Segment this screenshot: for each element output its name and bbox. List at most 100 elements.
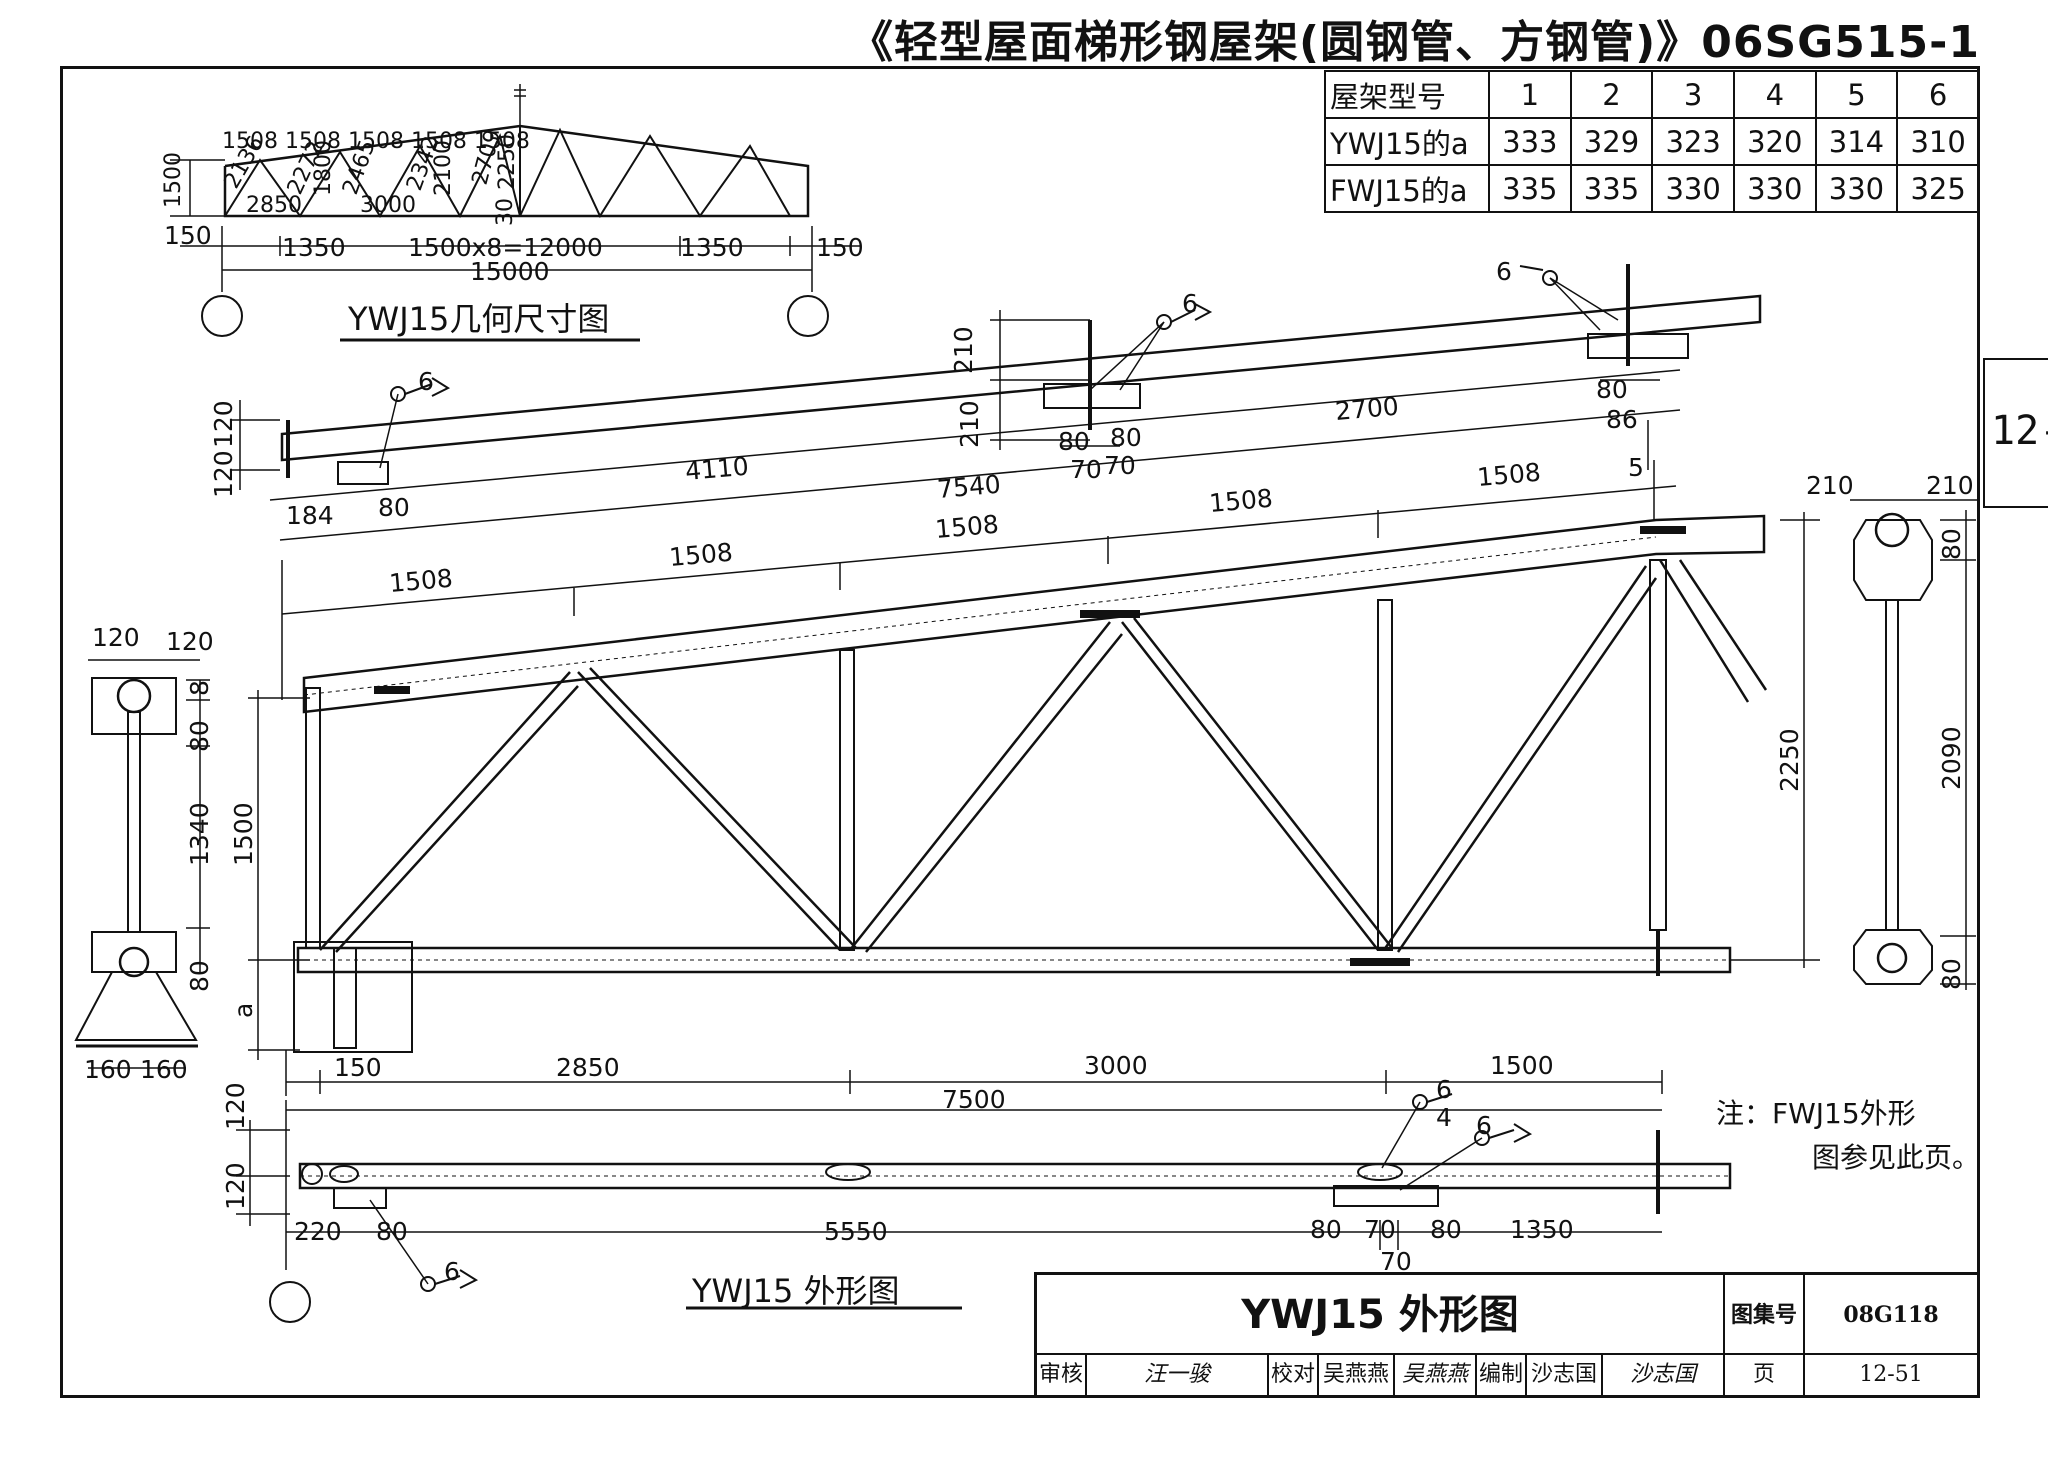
geometry-member-dim: 2850 — [246, 193, 302, 218]
note-line-2: 图参见此页。 — [1812, 1141, 1981, 1174]
geometry-diagram — [170, 84, 860, 342]
table-row-label: YWJ15的a — [1324, 117, 1490, 166]
side-page-tab: 12- — [1983, 358, 2048, 508]
right-end-height: 80 — [1937, 528, 1966, 560]
atlas-label: 图集号 — [1725, 1275, 1805, 1355]
table-cell: 325 — [1896, 164, 1980, 213]
table-header-cell: 4 — [1732, 70, 1817, 119]
right-end-width: 210 — [1926, 471, 1974, 500]
review-label: 审核 — [1037, 1355, 1087, 1395]
bottom-chord-center-dim: 70 — [1380, 1247, 1412, 1276]
table-cell: 320 — [1732, 117, 1817, 166]
page-label: 页 — [1725, 1355, 1805, 1395]
bottom-chord-length: 80 — [1430, 1215, 1462, 1244]
truss-type-table: 屋架型号 1 2 3 4 5 6 YWJ15的a 333 329 323 320… — [1324, 70, 1980, 213]
top-chord-plate-dim: 210 — [949, 326, 978, 374]
note-line-1: 注：FWJ15外形 — [1716, 1097, 1916, 1130]
top-chord-offset-dim: 120 — [209, 400, 238, 448]
bottom-chord-plan — [236, 1093, 1732, 1323]
bottom-chord-offset: 120 — [221, 1082, 250, 1130]
drawing-title: YWJ15 外形图 — [1037, 1275, 1725, 1355]
draw-label: 编制 — [1477, 1355, 1527, 1395]
left-end-width: 120 — [92, 623, 140, 652]
left-end-base: 160 — [84, 1055, 132, 1084]
drawing-frame — [60, 66, 1980, 1398]
geometry-bottom-dim: 1350 — [680, 233, 744, 262]
table-cell: 323 — [1651, 117, 1735, 166]
right-end-view — [1850, 499, 1980, 990]
bottom-chord-length: 70 — [1364, 1215, 1396, 1244]
panel-dim: 1508 — [1476, 458, 1542, 492]
check-label: 校对 — [1269, 1355, 1319, 1395]
geometry-bottom-dim: 150 — [164, 221, 212, 250]
table-row: FWJ15的a 335 335 330 330 330 325 — [1324, 164, 1980, 213]
weld-size-label: 6 — [1436, 1075, 1452, 1104]
table-cell: 314 — [1814, 117, 1899, 166]
bottom-dim: 3000 — [1084, 1051, 1148, 1080]
top-chord-plate-dim: 210 — [955, 400, 984, 448]
review-signature: 汪一骏 — [1087, 1355, 1269, 1395]
weld-size-label: 6 — [1476, 1111, 1492, 1140]
table-header-cell: 3 — [1651, 70, 1735, 119]
a-label: a — [229, 1003, 258, 1018]
geometry-height-left: 1500 — [161, 152, 186, 208]
bottom-dim: 1500 — [1490, 1051, 1554, 1080]
page-header-title: 《轻型屋面梯形钢屋架(圆钢管、方钢管)》06SG515-1 — [849, 17, 1980, 68]
table-cell: 329 — [1569, 117, 1654, 166]
weld-size-label: 6 — [444, 1257, 460, 1286]
table-header-cell: 2 — [1569, 70, 1654, 119]
geometry-member-dim: 2250 — [495, 134, 520, 190]
left-end-width: 120 — [166, 627, 214, 656]
atlas-number: 08G118 — [1805, 1275, 1977, 1355]
left-end-height: 1340 — [185, 802, 214, 866]
left-end-view — [74, 659, 210, 1069]
table-cell: 333 — [1488, 117, 1572, 166]
bottom-dim: 150 — [334, 1053, 382, 1082]
table-cell: 330 — [1814, 164, 1899, 213]
top-chord-plan — [230, 264, 1762, 541]
weld-size-label: 6 — [418, 367, 434, 396]
left-height-dim: 1500 — [229, 802, 258, 866]
left-end-height: 80 — [185, 720, 214, 752]
table-cell: 335 — [1488, 164, 1572, 213]
bottom-chord-length: 220 — [294, 1217, 342, 1246]
geometry-member-dim: 3000 — [360, 193, 416, 218]
panel-dim: 1508 — [388, 564, 454, 598]
top-chord-plate-dim: 70 — [1070, 455, 1102, 484]
bottom-chord-length: 80 — [376, 1217, 408, 1246]
table-header-row: 屋架型号 1 2 3 4 5 6 — [1324, 70, 1980, 119]
table-header-cell: 1 — [1488, 70, 1572, 119]
side-tab-label: 12- — [1991, 408, 2048, 454]
title-block: YWJ15 外形图 图集号 08G118 审核 汪一骏 校对 吴燕燕 吴燕燕 编… — [1034, 1272, 1980, 1398]
geometry-bottom-dim: 1350 — [282, 233, 346, 262]
note: 注：FWJ15外形 图参见此页。 — [1716, 1092, 1980, 1180]
top-chord-span-dim: 2700 — [1334, 392, 1400, 426]
bottom-chord-total: 7500 — [942, 1085, 1006, 1114]
left-end-height: 8 — [185, 680, 214, 696]
geometry-bottom-dim: 1500x8=12000 — [408, 233, 603, 262]
geometry-member-dim: 1800 — [311, 140, 336, 196]
signature-row: 审核 汪一骏 校对 吴燕燕 吴燕燕 编制 沙志国 沙志国 页 12-51 — [1037, 1355, 1977, 1395]
check-signature: 吴燕燕 — [1395, 1355, 1477, 1395]
right-end-height: 2090 — [1937, 726, 1966, 790]
check-name: 吴燕燕 — [1319, 1355, 1395, 1395]
panel-dim: 1508 — [668, 538, 734, 572]
top-chord-right-dim: 86 — [1606, 405, 1638, 434]
geometry-overall-dim: 15000 — [470, 257, 550, 286]
top-chord-right-dim: 80 — [1596, 375, 1628, 404]
bottom-chord-offset: 120 — [221, 1162, 250, 1210]
weld-size-label: 6 — [1496, 257, 1512, 286]
table-row-label: FWJ15的a — [1324, 164, 1490, 213]
elevation-view-title: YWJ15 外形图 — [691, 1272, 900, 1310]
left-end-base: 160 — [140, 1055, 188, 1084]
weld-size-label: 6 — [1182, 289, 1198, 318]
geometry-member-dim: 30 — [493, 198, 518, 226]
truss-elevation — [248, 460, 1820, 1096]
apex-offset-dim: 5 — [1628, 453, 1644, 482]
right-end-width: 210 — [1806, 471, 1854, 500]
top-chord-plate-dim: 80 — [1058, 427, 1090, 456]
top-chord-plate-dim: 70 — [1104, 451, 1136, 480]
bottom-chord-length: 1350 — [1510, 1215, 1574, 1244]
table-cell: 335 — [1569, 164, 1654, 213]
